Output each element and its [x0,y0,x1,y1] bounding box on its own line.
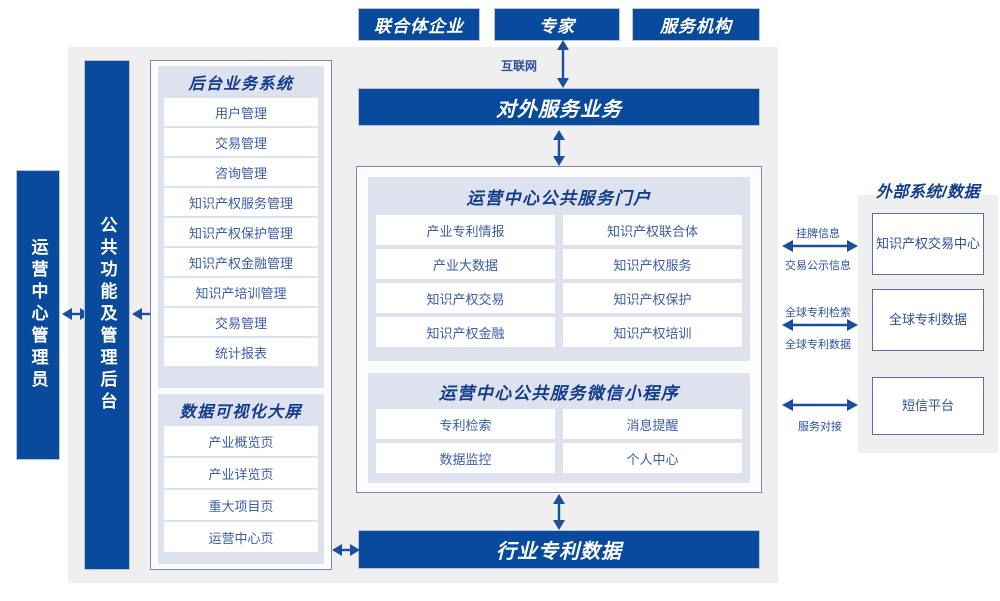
arrow-global-patent-data [782,319,858,331]
connector-label-listing-info: 挂牌信息 [796,228,840,240]
portal-item-ip-finance[interactable]: 知识产权金融 [376,317,555,347]
actor-box-expert[interactable]: 专家 [494,8,620,41]
connector-label-internet: 互联网 [500,59,537,73]
external-box-ip-exchange-center[interactable]: 知识产权 交易中心 [872,213,984,275]
external-box-ip-exchange-center-line1: 知识产权 [875,236,928,252]
external-box-ip-exchange-center-line2: 交易中心 [928,236,981,252]
public-portal-panel: 运营中心公共服务门户 产业专利情报 知识产权联合体 产业大数据 知识产权服务 知… [368,177,750,361]
external-box-global-patent-data-line2: 数据 [941,312,968,328]
portal-item-industry-bigdata[interactable]: 产业大数据 [376,249,555,279]
connector-label-global-patent-search: 全球专利检索 [785,307,851,319]
connector-label-global-patent-data: 全球专利数据 [785,339,851,351]
arrow-modules-to-patent-data [332,544,360,556]
mini-item-message-alert[interactable]: 消息提醒 [563,409,742,439]
backend-system-panel: 后台业务系统 用户管理 交易管理 咨询管理 知识产权服务管理 知识产权保护管理 … [158,66,324,388]
mini-item-personal-center[interactable]: 个人中心 [563,443,742,473]
portal-item-ip-protection[interactable]: 知识产权保护 [563,283,742,313]
actor-operations-administrator[interactable]: 运营中心管理员 [16,170,60,460]
external-box-global-patent-data[interactable]: 全球专利 数据 [872,289,984,351]
backend-item-statistics-report[interactable]: 统计报表 [164,338,318,366]
connector-label-service-docking: 服务对接 [798,421,842,433]
external-systems-title: 外部系统/数据 [876,184,980,201]
external-box-global-patent-data-line1: 全球专利 [888,312,941,328]
common-function-backend-bar[interactable]: 公共功能及管理后台 [84,60,130,570]
arrow-portal-to-patent-data [553,494,565,530]
backend-system-title: 后台业务系统 [188,76,294,93]
portal-item-ip-training[interactable]: 知识产权培训 [563,317,742,347]
portal-item-ip-transaction[interactable]: 知识产权交易 [376,283,555,313]
portal-item-ip-service[interactable]: 知识产权服务 [563,249,742,279]
viz-item-industry-overview[interactable]: 产业概览页 [164,426,318,456]
backend-item-ip-protection-management[interactable]: 知识产权保护管理 [164,218,318,246]
mini-program-panel: 运营中心公共服务微信小程序 专利检索 消息提醒 数据监控 个人中心 [368,373,750,483]
backend-item-transaction-management-2[interactable]: 交易管理 [164,308,318,336]
backend-item-ip-service-management[interactable]: 知识产权服务管理 [164,188,318,216]
backend-item-ip-training-management[interactable]: 知识产培训管理 [164,278,318,306]
actor-box-consortium[interactable]: 联合体企业 [358,8,480,41]
portal-item-industry-patent-intel[interactable]: 产业专利情报 [376,215,555,245]
backend-item-consulting-management[interactable]: 咨询管理 [164,158,318,186]
viz-item-industry-detail[interactable]: 产业详览页 [164,458,318,488]
public-portal-title: 运营中心公共服务门户 [466,188,652,208]
portal-item-ip-consortium[interactable]: 知识产权联合体 [563,215,742,245]
mini-program-title: 运营中心公共服务微信小程序 [438,383,680,403]
external-box-sms-platform[interactable]: 短信平台 [872,377,984,435]
actor-box-service-agency[interactable]: 服务机构 [632,8,760,41]
data-visualization-title: 数据可视化大屏 [179,404,303,421]
backend-item-ip-finance-management[interactable]: 知识产权金融管理 [164,248,318,276]
external-box-sms-platform-line1: 短信平台 [901,398,954,414]
arrow-sms-platform [782,399,858,411]
arrow-exchange-center [782,240,858,252]
data-visualization-panel: 数据可视化大屏 产业概览页 产业详览页 重大项目页 运营中心页 [158,394,324,564]
viz-item-major-project[interactable]: 重大项目页 [164,490,318,520]
backend-item-user-management[interactable]: 用户管理 [164,98,318,126]
external-service-bar[interactable]: 对外服务业务 [358,88,760,126]
arrow-internet-vertical [557,40,569,88]
viz-item-operation-center[interactable]: 运营中心页 [164,522,318,552]
connector-label-transaction-public-info: 交易公示信息 [785,260,851,272]
mini-item-patent-search[interactable]: 专利检索 [376,409,555,439]
industry-patent-data-bar[interactable]: 行业专利数据 [358,530,760,569]
arrow-service-to-portal [553,130,565,166]
mini-item-data-monitor[interactable]: 数据监控 [376,443,555,473]
backend-item-transaction-management[interactable]: 交易管理 [164,128,318,156]
